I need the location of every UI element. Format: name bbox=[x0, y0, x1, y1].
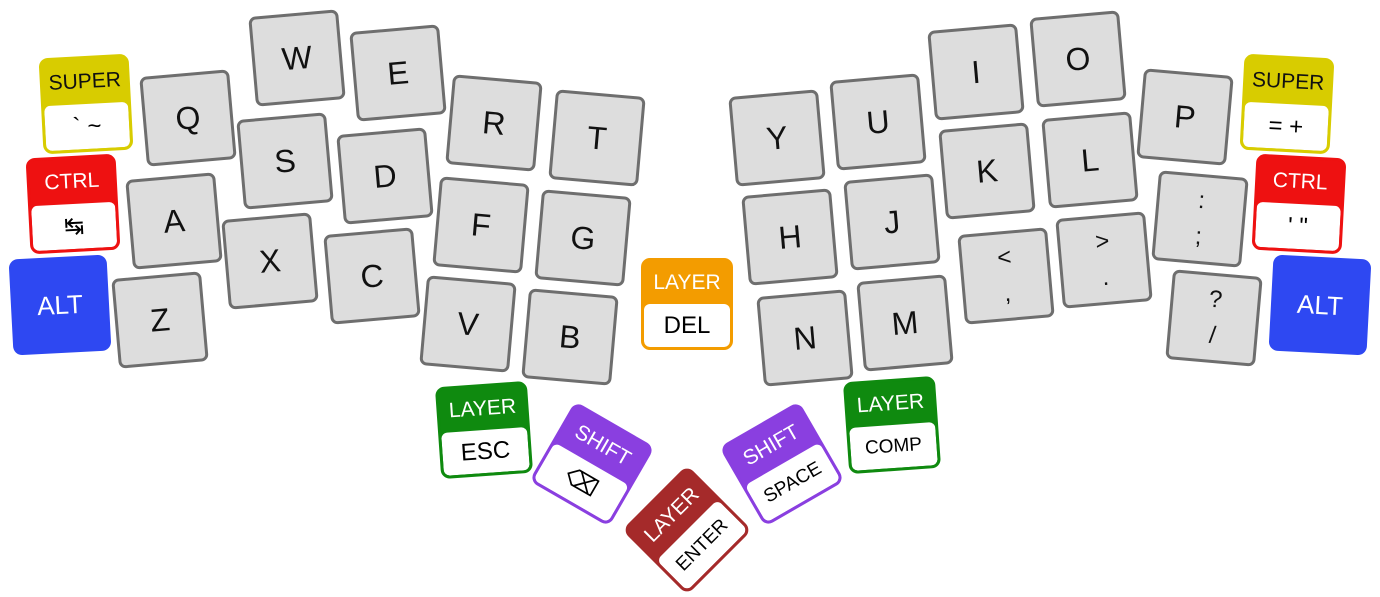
key-semicolon[interactable]: :; bbox=[1151, 170, 1249, 268]
key-label-d: D bbox=[371, 157, 399, 195]
key-label-j: J bbox=[882, 203, 902, 241]
key-label-x: X bbox=[257, 242, 283, 280]
key-w[interactable]: W bbox=[248, 9, 346, 107]
key-label-r: R bbox=[480, 104, 508, 142]
thumb-layer-esc-key-tap-label: ESC bbox=[441, 427, 530, 476]
key-s[interactable]: S bbox=[236, 112, 334, 210]
key-label-k: K bbox=[974, 152, 1000, 190]
thumb-layer-esc-key[interactable]: LAYER ESC bbox=[434, 380, 534, 480]
key-n[interactable]: N bbox=[756, 289, 854, 387]
key-label-b: B bbox=[557, 318, 583, 356]
key-j[interactable]: J bbox=[843, 173, 941, 271]
key-label-g: G bbox=[569, 218, 597, 258]
key-p[interactable]: P bbox=[1136, 68, 1234, 166]
left-super-key[interactable]: SUPER ` ~ bbox=[38, 53, 134, 155]
key-slash-shifted-label: ? bbox=[1207, 285, 1224, 314]
key-v[interactable]: V bbox=[419, 275, 517, 373]
key-comma-base-label: , bbox=[1003, 279, 1013, 308]
key-label-u: U bbox=[864, 103, 892, 141]
key-period[interactable]: >. bbox=[1055, 211, 1153, 309]
key-z[interactable]: Z bbox=[111, 271, 209, 369]
key-h[interactable]: H bbox=[741, 188, 839, 286]
key-label-i: I bbox=[969, 53, 982, 91]
thumb-layer-del-key-tap-label: DEL bbox=[644, 304, 730, 347]
key-label-f: F bbox=[469, 206, 493, 244]
key-period-base-label: . bbox=[1101, 263, 1111, 292]
left-super-key-hold-label: SUPER bbox=[48, 67, 122, 95]
key-f[interactable]: F bbox=[432, 176, 530, 274]
key-t[interactable]: T bbox=[548, 89, 646, 187]
key-label-p: P bbox=[1172, 98, 1198, 136]
key-a[interactable]: A bbox=[125, 172, 223, 270]
key-comma[interactable]: <, bbox=[957, 227, 1055, 325]
key-comma-shifted-label: < bbox=[996, 243, 1013, 272]
key-label-h: H bbox=[776, 218, 804, 256]
thumb-layer-esc-key-hold-label: LAYER bbox=[448, 394, 517, 422]
key-label-t: T bbox=[585, 119, 609, 157]
key-o[interactable]: O bbox=[1029, 10, 1127, 108]
key-r[interactable]: R bbox=[445, 74, 543, 172]
key-period-shifted-label: > bbox=[1094, 227, 1111, 256]
thumb-layer-comp-key[interactable]: LAYER COMP bbox=[842, 375, 942, 475]
key-label-o: O bbox=[1064, 39, 1092, 79]
key-u[interactable]: U bbox=[829, 73, 927, 171]
key-label-v: V bbox=[455, 305, 481, 343]
thumb-layer-del-key[interactable]: LAYER DEL bbox=[641, 258, 733, 350]
key-label-c: C bbox=[358, 257, 386, 295]
thumb-layer-del-key-hold-label: LAYER bbox=[653, 270, 721, 294]
key-m[interactable]: M bbox=[856, 274, 954, 372]
right-super-key[interactable]: SUPER = + bbox=[1239, 53, 1335, 155]
key-label-a: A bbox=[161, 202, 187, 240]
left-ctrl-key[interactable]: CTRL ↹ bbox=[25, 153, 121, 255]
key-b[interactable]: B bbox=[521, 288, 619, 386]
key-semicolon-shifted-label: : bbox=[1197, 186, 1207, 215]
right-ctrl-key[interactable]: CTRL ' " bbox=[1251, 153, 1347, 255]
right-super-key-tap-label: = + bbox=[1242, 101, 1329, 152]
key-label-z: Z bbox=[148, 301, 172, 339]
left-alt-key[interactable]: ALT bbox=[8, 254, 112, 356]
left-ctrl-key-hold-label: CTRL bbox=[43, 168, 100, 194]
key-x[interactable]: X bbox=[221, 212, 319, 310]
left-super-key-tap-label: ` ~ bbox=[44, 101, 131, 152]
key-label-y: Y bbox=[764, 119, 790, 157]
thumb-layer-comp-key-tap-label: COMP bbox=[849, 422, 938, 471]
key-label-w: W bbox=[280, 38, 314, 78]
key-label-n: N bbox=[791, 319, 819, 357]
key-q[interactable]: Q bbox=[139, 69, 237, 167]
key-semicolon-base-label: ; bbox=[1193, 222, 1203, 251]
key-slash[interactable]: ?/ bbox=[1165, 269, 1263, 367]
key-label-q: Q bbox=[174, 98, 202, 138]
key-g[interactable]: G bbox=[534, 189, 632, 287]
thumb-shift-backspace-key[interactable]: SHIFT⌫ bbox=[529, 401, 655, 527]
right-alt-key[interactable]: ALT bbox=[1268, 254, 1372, 356]
key-label-l: L bbox=[1079, 141, 1101, 179]
right-ctrl-key-hold-label: CTRL bbox=[1272, 168, 1329, 194]
right-ctrl-key-tap-label: ' " bbox=[1254, 201, 1341, 252]
key-e[interactable]: E bbox=[349, 24, 447, 122]
key-i[interactable]: I bbox=[927, 23, 1025, 121]
key-y[interactable]: Y bbox=[728, 89, 826, 187]
key-label-s: S bbox=[272, 142, 298, 180]
key-label-e: E bbox=[385, 54, 411, 92]
key-k[interactable]: K bbox=[938, 122, 1036, 220]
key-c[interactable]: C bbox=[323, 227, 421, 325]
right-super-key-hold-label: SUPER bbox=[1251, 67, 1325, 95]
key-label-m: M bbox=[890, 303, 920, 343]
key-slash-base-label: / bbox=[1207, 321, 1217, 350]
thumb-layer-comp-key-hold-label: LAYER bbox=[856, 389, 925, 417]
left-ctrl-key-tap-label: ↹ bbox=[31, 201, 118, 252]
key-l[interactable]: L bbox=[1041, 111, 1139, 209]
key-d[interactable]: D bbox=[336, 127, 434, 225]
